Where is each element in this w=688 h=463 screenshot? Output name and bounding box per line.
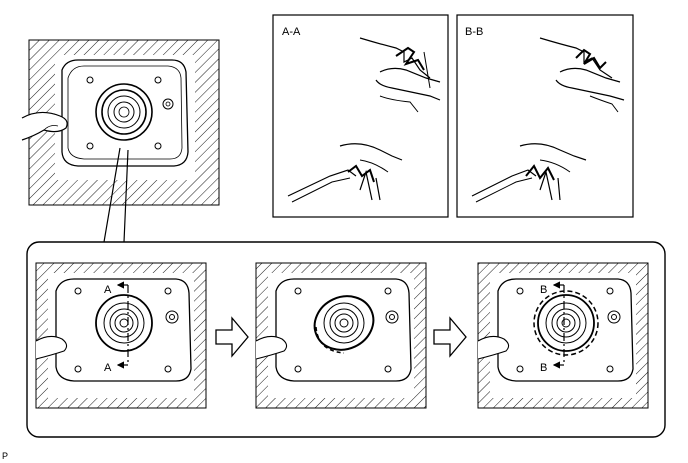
procedure-frame [26, 241, 666, 438]
step-arrow-2 [433, 316, 467, 358]
step-arrow-1 [215, 316, 249, 358]
overview-fuel-inlet [21, 39, 220, 206]
leader-line [103, 147, 129, 243]
section-marker-top: B [540, 284, 547, 296]
section-view-b-b: B-B [456, 14, 634, 218]
step-panel-1: AA [35, 262, 207, 409]
section-label-b-b: B-B [465, 26, 483, 38]
step-panel-2 [255, 262, 427, 409]
section-marker-bottom: A [104, 362, 112, 374]
section-label-a-a: A-A [282, 26, 301, 38]
section-marker-bottom: B [540, 362, 547, 374]
section-view-a-a: A-A [272, 14, 449, 218]
figure-code: P [2, 451, 8, 461]
step-panel-3: BB [477, 262, 649, 409]
section-marker-top: A [104, 284, 112, 296]
